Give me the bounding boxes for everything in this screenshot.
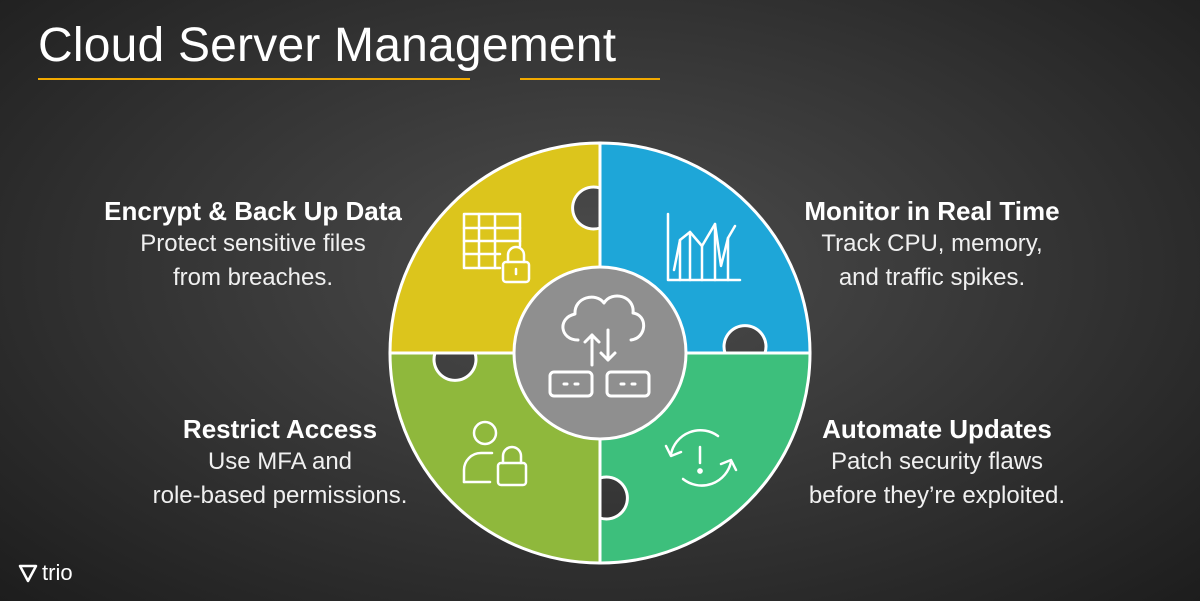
desc-automate-line1: Patch security flaws: [830, 448, 1044, 475]
refresh-alert-icon: [664, 429, 738, 487]
heading-restrict: Restrict Access: [182, 414, 378, 444]
title-underline-left: [38, 78, 470, 80]
title-underline-right: [520, 78, 660, 80]
trio-logo-icon: [18, 564, 38, 583]
brand-logo: trio: [18, 560, 73, 586]
heading-encrypt: Encrypt & Back Up Data: [104, 196, 402, 226]
text-monitor: Monitor in Real Time Track CPU, memory, …: [742, 195, 1122, 295]
heading-automate: Automate Updates: [822, 414, 1052, 444]
desc-automate-line2: before they’re exploited.: [808, 482, 1066, 509]
desc-restrict-line1: Use MFA and: [207, 448, 353, 475]
brand-name: trio: [42, 560, 73, 585]
desc-encrypt-line1: Protect sensitive files: [140, 230, 366, 257]
page-title: Cloud Server Management: [38, 19, 617, 72]
cloud-server-sync-icon: [548, 294, 651, 398]
text-restrict: Restrict Access Use MFA and role-based p…: [90, 413, 470, 513]
desc-monitor-line1: Track CPU, memory,: [821, 230, 1043, 257]
desc-restrict-line2: role-based permissions.: [152, 482, 408, 509]
desc-monitor-line2: and traffic spikes.: [838, 264, 1026, 291]
desc-encrypt-line2: from breaches.: [172, 264, 334, 291]
user-lock-icon: [462, 420, 528, 487]
chart-icon: [666, 212, 742, 282]
text-automate: Automate Updates Patch security flaws be…: [747, 413, 1127, 513]
table-lock-icon: [462, 212, 531, 284]
text-encrypt: Encrypt & Back Up Data Protect sensitive…: [63, 195, 443, 295]
heading-monitor: Monitor in Real Time: [804, 196, 1060, 226]
